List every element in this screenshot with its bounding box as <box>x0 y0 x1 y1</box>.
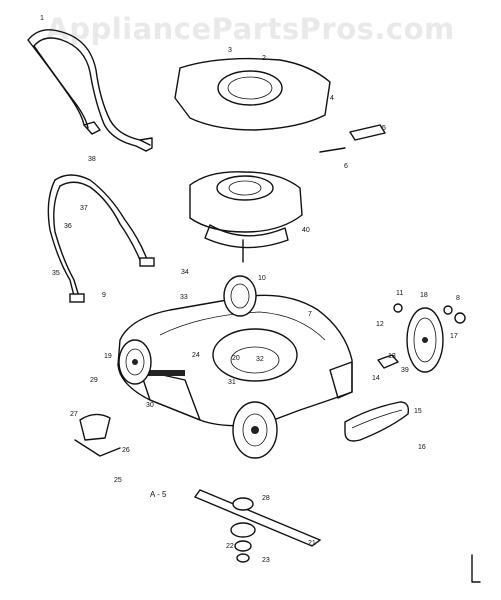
callout-11: 11 <box>396 290 403 297</box>
callout-7: 7 <box>308 311 312 318</box>
callout-39: 39 <box>401 367 409 374</box>
callout-26: 26 <box>122 447 130 454</box>
callout-34: 34 <box>181 269 189 276</box>
callout-17: 17 <box>450 333 458 340</box>
bracket-left <box>74 413 121 457</box>
callout-27: 27 <box>70 411 78 418</box>
callout-31: 31 <box>228 379 236 386</box>
callout-19: 19 <box>104 353 112 360</box>
engine <box>189 171 303 263</box>
callout-23: 23 <box>262 557 270 564</box>
callout-30: 30 <box>146 402 154 409</box>
callout-35: 35 <box>52 270 60 277</box>
deck <box>117 294 353 427</box>
callout-9: 9 <box>102 292 106 299</box>
callout-16: 16 <box>418 444 426 451</box>
callout-1: 1 <box>40 15 44 22</box>
callout-25: 25 <box>114 477 122 484</box>
hardware-right <box>319 124 466 369</box>
callout-33: 33 <box>180 294 188 301</box>
callout-22: 22 <box>226 543 234 550</box>
callout-8: 8 <box>456 295 460 302</box>
callout-38: 38 <box>88 156 96 163</box>
callout-36: 36 <box>64 223 72 230</box>
shroud <box>174 57 331 131</box>
callout-28: 28 <box>262 495 270 502</box>
blade <box>193 489 322 563</box>
callout-18: 18 <box>420 292 428 299</box>
callout-3: 3 <box>228 47 232 54</box>
corner-mark <box>471 554 481 583</box>
callout-10: 10 <box>258 275 266 282</box>
callout-6: 6 <box>344 163 348 170</box>
wheel-right-rear <box>223 275 257 317</box>
callout-13: 13 <box>388 353 396 360</box>
callout-15: 15 <box>414 408 422 415</box>
wheel-left-rear <box>118 339 152 385</box>
callout-29: 29 <box>90 377 98 384</box>
callout-37: 37 <box>80 205 88 212</box>
callout-12: 12 <box>376 321 384 328</box>
upper-handle <box>27 29 153 152</box>
callout-32: 32 <box>256 356 264 363</box>
figure-code: A - 5 <box>150 490 167 499</box>
lower-handle <box>47 174 155 303</box>
callout-14: 14 <box>372 375 380 382</box>
wheel-left-front <box>232 401 278 459</box>
wheel-right-detached <box>406 307 444 373</box>
callout-40: 40 <box>302 227 310 234</box>
deflector <box>344 401 410 442</box>
callout-20: 20 <box>232 355 240 362</box>
callout-2: 2 <box>262 55 266 62</box>
callout-24: 24 <box>192 352 200 359</box>
callout-5: 5 <box>382 125 386 132</box>
callout-4: 4 <box>330 95 334 102</box>
callout-21: 21 <box>308 540 316 547</box>
